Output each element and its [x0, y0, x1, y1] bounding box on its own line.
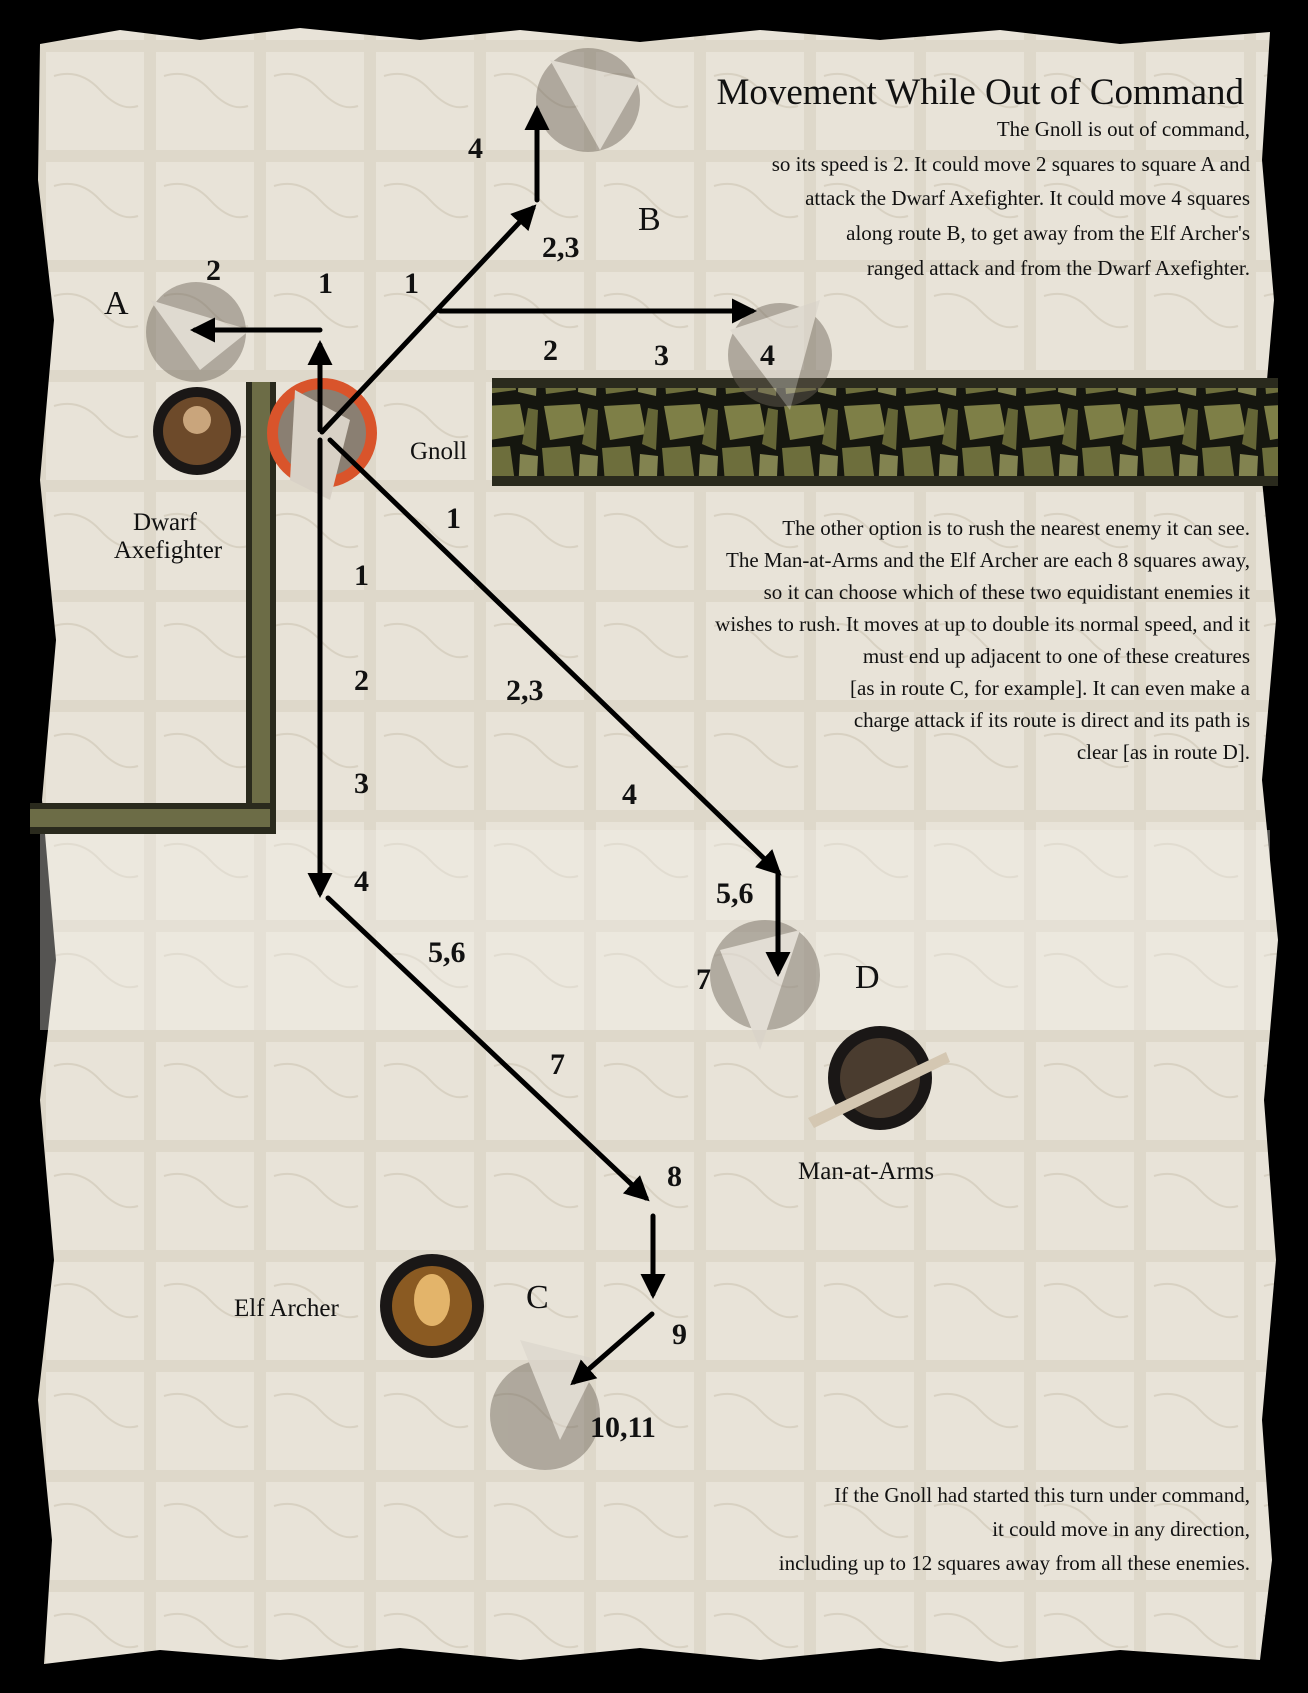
step-route-c-56: 5,6 [428, 936, 466, 969]
paragraph-2-line-7: charge attack if its route is direct and… [854, 708, 1250, 732]
man-at-arms-label: Man-at-Arms [798, 1158, 934, 1185]
floor-highlight [40, 830, 1270, 1030]
elf-archer-token [380, 1254, 484, 1358]
paragraph-3-line-3: including up to 12 squares away from all… [779, 1551, 1250, 1575]
dwarf-label-line-2: Axefighter [114, 537, 223, 564]
paragraph-3-line-1: If the Gnoll had started this turn under… [834, 1483, 1250, 1507]
paragraph-2-line-6: [as in route C, for example]. It can eve… [850, 676, 1251, 700]
step-route-b-diag-4: 4 [468, 132, 483, 165]
step-route-c-1011: 10,11 [590, 1411, 656, 1444]
gnoll-label: Gnoll [410, 438, 467, 465]
paragraph-2-line-4: wishes to rush. It moves at up to double… [715, 612, 1250, 636]
step-route-a-1: 1 [318, 267, 333, 300]
route-letter-c: C [526, 1279, 549, 1316]
step-route-c-7: 7 [550, 1048, 565, 1081]
paragraph-1-line-2: so its speed is 2. It could move 2 squar… [772, 152, 1251, 176]
step-route-a-2: 2 [206, 254, 221, 287]
step-route-d-4: 4 [622, 778, 637, 811]
step-route-d-1: 1 [446, 502, 461, 535]
step-route-c-2: 2 [354, 664, 369, 697]
route-letter-a: A [104, 285, 129, 322]
step-route-d-56: 5,6 [716, 877, 754, 910]
gnoll-ghost-b [536, 48, 640, 152]
paragraph-1-line-5: ranged attack and from the Dwarf Axefigh… [867, 256, 1250, 280]
dwarf-label-line-1: Dwarf [133, 509, 198, 536]
paragraph-1-line-3: attack the Dwarf Axefighter. It could mo… [805, 186, 1250, 210]
paragraph-2-line-3: so it can choose which of these two equi… [764, 580, 1251, 604]
route-letter-b: B [638, 201, 661, 238]
step-route-b-side-3: 3 [654, 339, 669, 372]
paragraph-2-line-2: The Man-at-Arms and the Elf Archer are e… [726, 548, 1250, 572]
step-route-b-side-4: 4 [760, 339, 775, 372]
step-route-c-3: 3 [354, 767, 369, 800]
step-route-c-1: 1 [354, 559, 369, 592]
step-route-c-4: 4 [354, 865, 369, 898]
paragraph-2-line-8: clear [as in route D]. [1077, 740, 1250, 764]
paragraph-1-line-4: along route B, to get away from the Elf … [846, 221, 1250, 245]
step-route-c-8: 8 [667, 1160, 682, 1193]
paragraph-1-line-1: The Gnoll is out of command, [997, 117, 1250, 141]
page-title: Movement While Out of Command [716, 72, 1244, 113]
elf-archer-label: Elf Archer [234, 1295, 339, 1322]
stone-wall [492, 378, 1278, 486]
step-route-b-side-2: 2 [543, 334, 558, 367]
paragraph-3-line-2: it could move in any direction, [992, 1517, 1250, 1541]
step-route-c-9: 9 [672, 1318, 687, 1351]
paragraph-2-line-1: The other option is to rush the nearest … [782, 516, 1250, 540]
dwarf-axefighter-token [153, 387, 241, 475]
step-route-b-diag-1: 1 [404, 267, 419, 300]
step-route-b-diag-23: 2,3 [542, 231, 580, 264]
route-letter-d: D [855, 959, 880, 996]
step-route-d-7: 7 [696, 963, 711, 996]
step-route-d-23: 2,3 [506, 674, 544, 707]
paragraph-2-line-5: must end up adjacent to one of these cre… [863, 644, 1250, 668]
